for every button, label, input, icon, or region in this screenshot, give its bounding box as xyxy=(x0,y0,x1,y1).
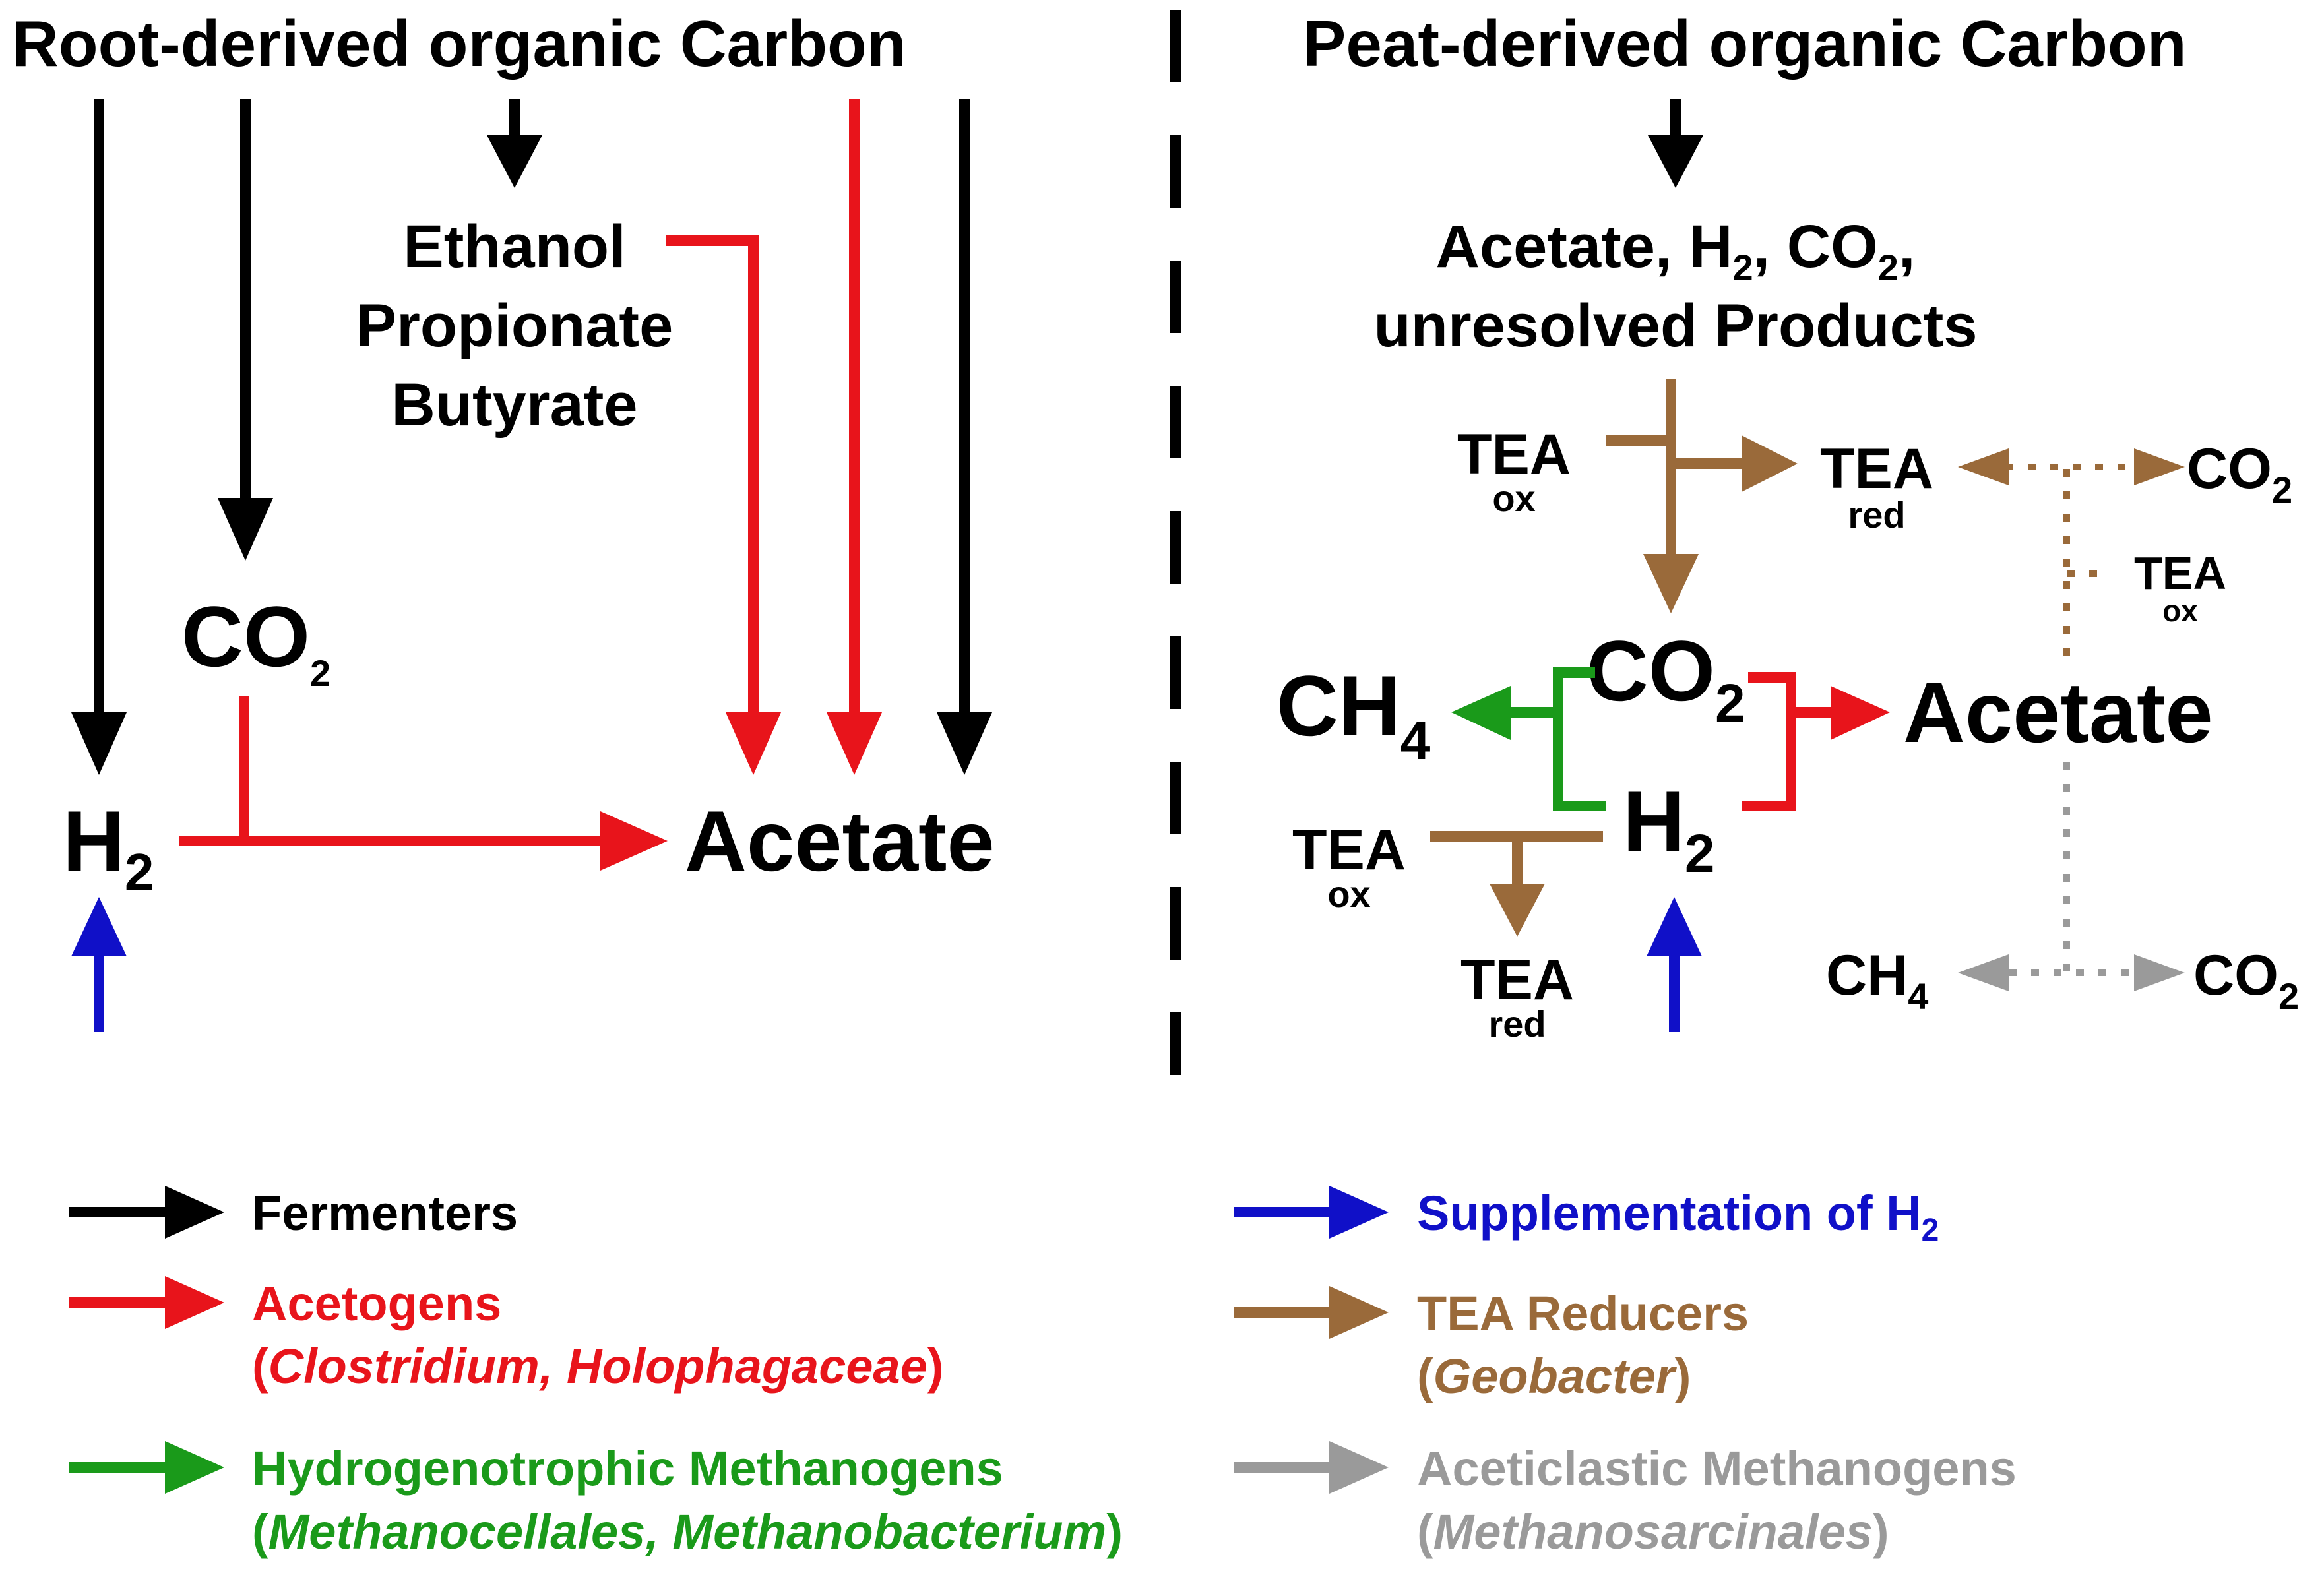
svg-text:Aceticlastic Methanogens: Aceticlastic Methanogens xyxy=(1417,1441,2017,1496)
tea-reducer-dotted-acetate xyxy=(2005,464,2137,656)
product-butyrate: Butyrate xyxy=(391,371,637,439)
acetogen-arrow-right xyxy=(1742,672,1834,811)
svg-text:red: red xyxy=(1488,1003,1546,1045)
tea-red-bottom-label: TEA xyxy=(1460,948,1574,1012)
svg-text:Acetogens: Acetogens xyxy=(252,1276,501,1331)
legend: Fermenters Acetogens (Clostridium, Holop… xyxy=(69,1186,2017,1559)
svg-text:Hydrogenotrophic Methanogens: Hydrogenotrophic Methanogens xyxy=(252,1441,1003,1496)
right-products-line1: Acetate, H2, CO2, xyxy=(1436,213,1916,288)
right-co2-center-label: CO2 xyxy=(1586,623,1745,733)
right-co2-bottom-label: CO2 xyxy=(2193,944,2299,1017)
legend-aceticlastic-methanogens: Aceticlastic Methanogens (Methanosarcina… xyxy=(1234,1441,2017,1559)
acetogen-arrows-left xyxy=(179,99,860,846)
right-panel: Peat-derived organic Carbon Acetate, H2,… xyxy=(1276,7,2299,1045)
svg-text:(Geobacter): (Geobacter) xyxy=(1417,1349,1691,1403)
tea-reducer-arrows-bottom xyxy=(1430,831,1603,887)
left-title: Root-derived organic Carbon xyxy=(12,7,906,80)
tea-ox-small-label: TEA xyxy=(2134,547,2226,599)
svg-text:(Clostridium, Holophagaceae): (Clostridium, Holophagaceae) xyxy=(252,1339,944,1394)
right-title: Peat-derived organic Carbon xyxy=(1303,7,2187,80)
legend-hydrogenotrophic-methanogens: Hydrogenotrophic Methanogens (Methanocel… xyxy=(69,1441,1123,1559)
legend-acetogens: Acetogens (Clostridium, Holophagaceae) xyxy=(69,1276,944,1394)
legend-supplementation: Supplementation of H2 xyxy=(1234,1186,1939,1248)
product-ethanol: Ethanol xyxy=(403,213,625,280)
svg-text:ox: ox xyxy=(1492,477,1535,519)
fermenter-arrows-left xyxy=(71,99,992,775)
left-h2-label: H2 xyxy=(63,793,154,902)
methanogen-arrow xyxy=(1507,667,1606,811)
h2-supplementation-arrow-right xyxy=(1647,897,1702,1032)
aceticlastic-dotted-arrows xyxy=(2009,762,2137,976)
tea-red-top-label: TEA xyxy=(1820,437,1933,501)
svg-text:(Methanosarcinales): (Methanosarcinales) xyxy=(1417,1504,1889,1559)
right-co2-topright-label: CO2 xyxy=(2187,437,2292,510)
right-ch4-bottom-label: CH4 xyxy=(1826,944,1928,1017)
tea-ox-top-label: TEA xyxy=(1457,423,1571,486)
h2-supplementation-arrow-left xyxy=(71,897,127,1032)
svg-text:ox: ox xyxy=(1327,873,1370,915)
left-co2-label: CO2 xyxy=(181,588,330,694)
legend-fermenters: Fermenters xyxy=(69,1186,518,1241)
svg-text:TEA Reducers: TEA Reducers xyxy=(1417,1286,1749,1341)
svg-text:Supplementation of H2: Supplementation of H2 xyxy=(1417,1186,1939,1248)
right-acetate-label: Acetate xyxy=(1903,664,2213,760)
tea-reducer-arrows-top xyxy=(1606,379,1745,557)
svg-text:red: red xyxy=(1848,494,1905,536)
tea-ox-bottom-label: TEA xyxy=(1292,818,1406,882)
svg-text:Fermenters: Fermenters xyxy=(252,1186,518,1241)
left-panel: Root-derived organic Carbon xyxy=(12,7,995,1032)
right-h2-center-label: H2 xyxy=(1623,773,1715,884)
right-products-line2: unresolved Products xyxy=(1373,292,1977,359)
product-propionate: Propionate xyxy=(356,292,673,359)
svg-text:ox: ox xyxy=(2162,594,2198,628)
svg-text:(Methanocellales, Methanobacte: (Methanocellales, Methanobacterium) xyxy=(252,1504,1123,1559)
legend-tea-reducers: TEA Reducers (Geobacter) xyxy=(1234,1286,1749,1403)
left-acetate-label: Acetate xyxy=(685,793,995,889)
right-ch4-label: CH4 xyxy=(1276,658,1431,771)
